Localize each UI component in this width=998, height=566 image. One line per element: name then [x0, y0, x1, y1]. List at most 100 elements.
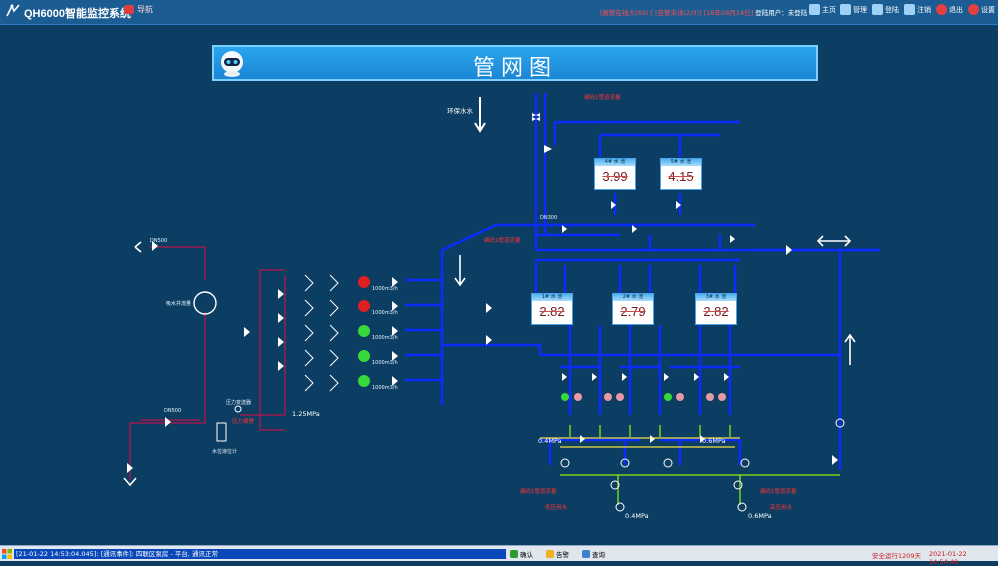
pump-units	[358, 276, 370, 387]
exit-icon	[936, 4, 947, 15]
alarm-label: 告警	[556, 551, 569, 559]
pipe-canvas	[123, 93, 880, 512]
logout-icon	[904, 4, 915, 15]
home-label: 主页	[822, 5, 836, 14]
pressure-bottom-left: 0.4MPa	[625, 512, 649, 520]
login-icon	[872, 4, 883, 15]
clock: 2021-01-22 14:54:48	[929, 550, 967, 566]
valve-top-label: DN500	[150, 238, 168, 244]
settings-button[interactable]: 设置	[968, 4, 995, 15]
status-alarm[interactable]: [报警在线大(69) [	[600, 9, 653, 17]
pump-1-alarm[interactable]	[358, 276, 370, 288]
settings-label: 设置	[981, 5, 995, 14]
pump-4-running[interactable]	[358, 350, 370, 362]
pump-2-rate: 1000m3/h	[372, 310, 398, 316]
return-pipes	[129, 246, 286, 480]
pump-4-rate: 1000m3/h	[372, 360, 398, 366]
login-label: 登陆	[885, 5, 899, 14]
status-bar: [21-01-22 14:53:04.045]: [通讯事件]: 四联区泵房 -…	[0, 545, 998, 566]
confirm-label: 确认	[520, 551, 533, 559]
tank-2-header: 2# 水 池	[613, 294, 653, 301]
nav-icon	[124, 5, 134, 14]
tank-3-value: 2.82	[703, 304, 729, 319]
manage-button[interactable]: 管理	[840, 4, 867, 15]
red-note-mid: 编码1管道流量	[484, 238, 521, 244]
pump-5-running[interactable]	[358, 375, 370, 387]
nav-button[interactable]: 导航	[124, 4, 153, 15]
pump-well-circle	[193, 291, 217, 315]
event-log[interactable]: [21-01-22 14:53:04.045]: [通讯事件]: 四联区泵房 -…	[14, 549, 506, 559]
pump-2-alarm[interactable]	[358, 300, 370, 312]
logout-button[interactable]: 注销	[904, 4, 931, 15]
pump-3-running[interactable]	[358, 325, 370, 337]
title-bar: QH6000智能监控系统 导航 [报警在线大(69) [ [告警未读(2/3)]…	[0, 0, 998, 25]
logout-label: 注销	[917, 5, 931, 14]
home-icon	[809, 4, 820, 15]
red-note-bottom-right: 编码1管道流量	[760, 489, 797, 495]
valve-group	[127, 113, 838, 473]
start-icon[interactable]	[2, 549, 12, 559]
exit-button[interactable]: 退出	[936, 4, 963, 15]
settings-icon	[968, 4, 979, 15]
red-note-bottom-left: 编码1管道流量	[520, 489, 557, 495]
home-button[interactable]: 主页	[809, 4, 836, 15]
inlet-label: 环保水水	[447, 107, 473, 115]
confirm-button[interactable]: 确认	[510, 549, 533, 559]
robot-icon	[221, 51, 243, 77]
tank-2[interactable]: 2# 水 池 2.79	[612, 293, 654, 325]
pump-1-rate: 1000m3/h	[372, 286, 398, 292]
pump-5-rate: 1000m3/h	[372, 385, 398, 391]
query-icon	[582, 550, 590, 558]
nav-label: 导航	[137, 5, 153, 14]
alarm-button[interactable]: 告警	[546, 549, 569, 559]
inlet-arrow-icon	[474, 97, 486, 133]
pressure-left: 1.25MPa	[292, 410, 320, 418]
pipe-network-diagram: 环保水水 4# 水 池 3.99 5# 水 池 4.15 1# 水 池 2.82 2#…	[0, 85, 998, 545]
tank-4-value: 3.99	[602, 169, 628, 184]
red-note-left: 压力报警	[232, 419, 255, 425]
tank-2-value: 2.79	[620, 304, 646, 319]
pressure-sensor-right[interactable]	[835, 418, 845, 428]
red-note-low-right: 高压用水	[770, 505, 793, 511]
alarm-icon	[546, 550, 554, 558]
red-note-low-left: 低压用水	[545, 505, 568, 511]
status-user: 未登陆	[787, 9, 808, 17]
pump-column	[304, 274, 339, 392]
tank-5-value: 4.15	[668, 169, 694, 184]
query-label: 查询	[592, 551, 605, 559]
sensor-label: 压力变送器	[226, 400, 252, 406]
confirm-icon	[510, 550, 518, 558]
tank-1-value: 2.82	[539, 304, 565, 319]
tank-3[interactable]: 3# 水 池 2.82	[695, 293, 737, 325]
tank-4-header: 4# 水 池	[595, 159, 635, 166]
red-note-top: 编码1管道流量	[584, 95, 621, 101]
pump-well-label: 吸水井流量	[166, 301, 192, 307]
tank-1[interactable]: 1# 水 池 2.82	[531, 293, 573, 325]
uptime-counter: 安全运行1209天	[872, 552, 922, 560]
tank-4[interactable]: 4# 水 池 3.99	[594, 158, 636, 190]
valve-mid-label: DN500	[164, 408, 182, 414]
status-login-label: 登陆用户：	[755, 9, 788, 17]
status-warning[interactable]: [告警未读(2/3)]	[655, 9, 702, 17]
status-date: [18年08月14日]	[703, 9, 754, 17]
manage-label: 管理	[853, 5, 867, 14]
pressure-mid-left: 0.4MPa	[538, 437, 562, 445]
app-title: QH6000智能监控系统	[24, 8, 131, 20]
tank-5-header: 5# 水 池	[661, 159, 701, 166]
level-meter[interactable]	[216, 422, 227, 442]
pressure-mid-right: 0.6MPa	[702, 437, 726, 445]
status-line: [报警在线大(69) [ [告警未读(2/3)] [18年08月14日] 登陆用…	[600, 7, 807, 17]
page-title: 管网图	[472, 56, 557, 81]
manage-icon	[840, 4, 851, 15]
aux-lines	[540, 437, 740, 448]
main-pipes	[405, 93, 880, 470]
query-button[interactable]: 查询	[582, 549, 605, 559]
level-meter-label: 水位液位计	[212, 449, 238, 455]
tank-1-header: 1# 水 池	[532, 294, 572, 301]
tank-3-header: 3# 水 池	[696, 294, 736, 301]
exit-label: 退出	[949, 5, 963, 14]
page-banner: 管网图	[212, 45, 818, 81]
login-button[interactable]: 登陆	[872, 4, 899, 15]
tank-5[interactable]: 5# 水 池 4.15	[660, 158, 702, 190]
pressure-sensor[interactable]	[234, 405, 242, 413]
